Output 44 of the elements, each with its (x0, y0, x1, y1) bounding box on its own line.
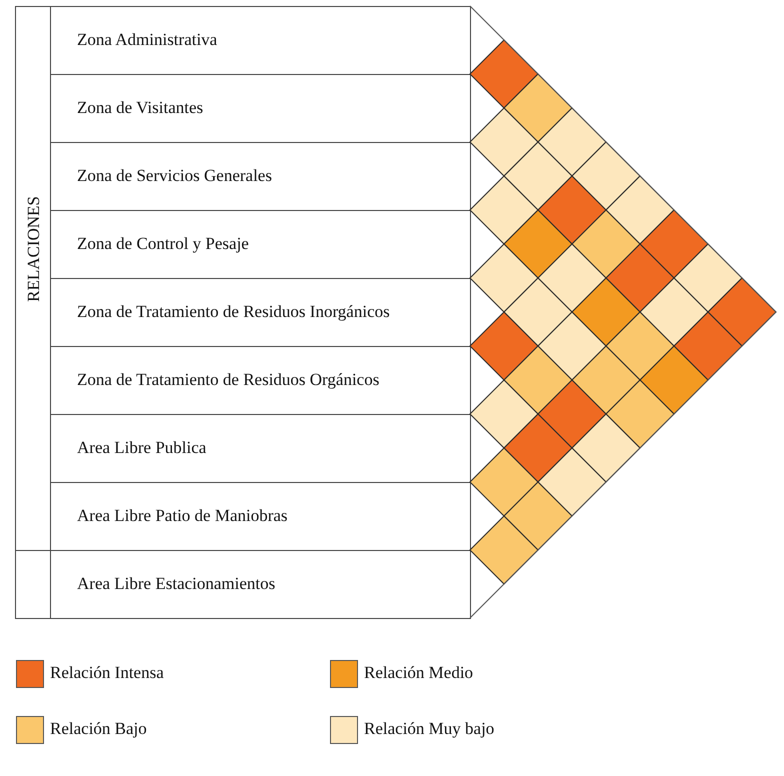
relation-cell (605, 311, 675, 381)
zone-name-cell: Area Libre Estacionamientos (50, 550, 471, 619)
relation-cell (571, 277, 641, 347)
relation-cell (605, 243, 675, 313)
relation-cell (503, 345, 573, 415)
relation-cell (469, 107, 539, 177)
relation-cell (537, 175, 607, 245)
relation-cell (571, 413, 641, 483)
relation-cell (639, 277, 709, 347)
relation-cell (469, 379, 539, 449)
relation-cell (571, 345, 641, 415)
relation-cell (537, 447, 607, 517)
legend-label: Relación Muy bajo (364, 719, 494, 739)
relation-cell (469, 515, 539, 585)
group-label: RELACIONES (23, 196, 44, 302)
relation-cell (605, 379, 675, 449)
relation-cell (503, 209, 573, 279)
relation-cell (537, 379, 607, 449)
relation-cell (605, 175, 675, 245)
relation-cell (707, 277, 777, 347)
relation-cell (503, 413, 573, 483)
relation-cell (639, 345, 709, 415)
relation-cell (469, 175, 539, 245)
relation-cell (469, 311, 539, 381)
relation-cell (469, 39, 539, 109)
legend-label: Relación Bajo (50, 719, 147, 739)
relation-cell (503, 481, 573, 551)
relation-cell (639, 209, 709, 279)
zone-name-cell: Zona Administrativa (50, 6, 471, 75)
legend-label: Relación Intensa (50, 663, 164, 683)
relation-cell (503, 277, 573, 347)
legend-label: Relación Medio (364, 663, 474, 683)
relation-cell (503, 73, 573, 143)
relation-cell (503, 141, 573, 211)
group-band (15, 6, 51, 551)
relation-cell (571, 209, 641, 279)
relation-cell (469, 243, 539, 313)
relation-cell (537, 311, 607, 381)
relation-cell (469, 447, 539, 517)
relation-cell (673, 311, 743, 381)
relation-cell (537, 107, 607, 177)
relation-cell (571, 141, 641, 211)
relation-cell (673, 243, 743, 313)
relation-cell (537, 243, 607, 313)
